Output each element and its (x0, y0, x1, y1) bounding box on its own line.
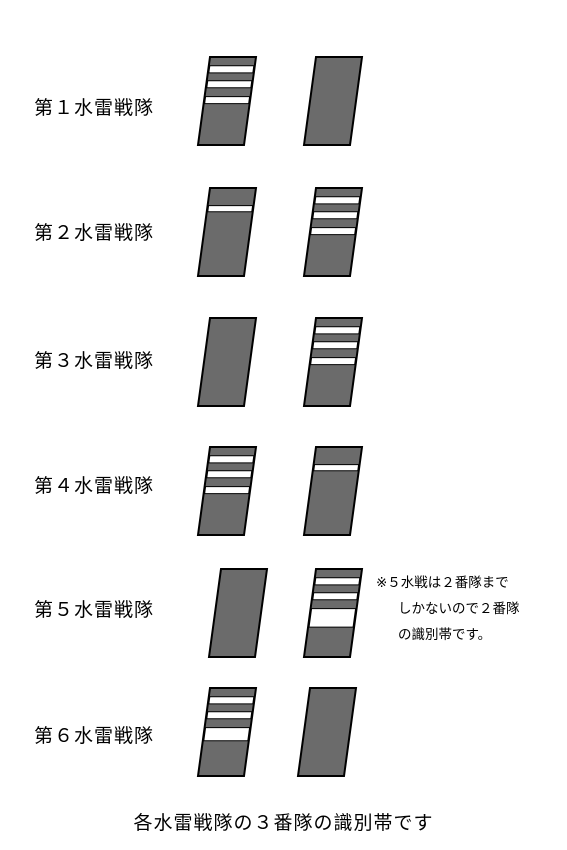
funnel-right (302, 317, 364, 407)
id-stripe (314, 196, 361, 205)
funnel-right (302, 568, 364, 658)
footnote: ※５水戦は２番隊まで しかないので２番隊 の識別帯です。 (376, 570, 520, 648)
funnel-body (196, 317, 258, 407)
id-stripe (204, 96, 251, 105)
id-stripe (206, 711, 253, 720)
funnel-body (207, 568, 269, 658)
row-label: 第５水雷戦隊 (34, 599, 155, 621)
footnote-line-3: の識別帯です。 (398, 627, 492, 643)
funnel-body (302, 446, 364, 536)
id-stripe (314, 326, 361, 335)
id-stripe (314, 577, 361, 586)
row-3: 第３水雷戦隊 (0, 316, 567, 416)
row-label: 第３水雷戦隊 (34, 350, 155, 372)
funnel-left (196, 317, 258, 407)
funnel-right (302, 56, 364, 146)
funnel-right (296, 687, 358, 777)
id-stripe (208, 455, 255, 464)
row-5: 第５水雷戦隊 (0, 567, 567, 667)
row-label: 第６水雷戦隊 (34, 725, 155, 747)
caption: 各水雷戦隊の３番隊の識別帯です (133, 812, 434, 834)
id-stripe (310, 357, 357, 366)
id-stripe (208, 696, 255, 705)
id-stripe (203, 727, 251, 742)
id-stripe (312, 341, 359, 350)
row-6: 第６水雷戦隊 (0, 686, 567, 786)
id-stripe (308, 608, 357, 628)
id-stripe (313, 464, 360, 472)
id-stripe (206, 80, 253, 89)
row-label: 第１水雷戦隊 (34, 97, 155, 119)
row-label: 第２水雷戦隊 (34, 222, 155, 244)
id-stripe (204, 486, 251, 495)
funnel-right (302, 187, 364, 277)
id-stripe (208, 65, 255, 74)
id-stripe (207, 205, 254, 213)
id-stripe (312, 592, 359, 601)
funnel-body (302, 56, 364, 146)
footnote-line-1: ※５水戦は２番隊まで (376, 575, 509, 591)
funnel-left (196, 187, 258, 277)
footnote-line-2: しかないので２番隊 (398, 601, 520, 617)
row-4: 第４水雷戦隊 (0, 445, 567, 545)
id-stripe (312, 211, 359, 220)
funnel-body (196, 187, 258, 277)
funnel-left (196, 687, 258, 777)
funnel-left (196, 56, 258, 146)
funnel-left (207, 568, 269, 658)
funnel-right (302, 446, 364, 536)
row-1: 第１水雷戦隊 (0, 55, 567, 155)
id-stripe (310, 227, 357, 236)
funnel-left (196, 446, 258, 536)
row-2: 第２水雷戦隊 (0, 186, 567, 286)
row-label: 第４水雷戦隊 (34, 475, 155, 497)
id-stripe (206, 470, 253, 479)
funnel-body (296, 687, 358, 777)
